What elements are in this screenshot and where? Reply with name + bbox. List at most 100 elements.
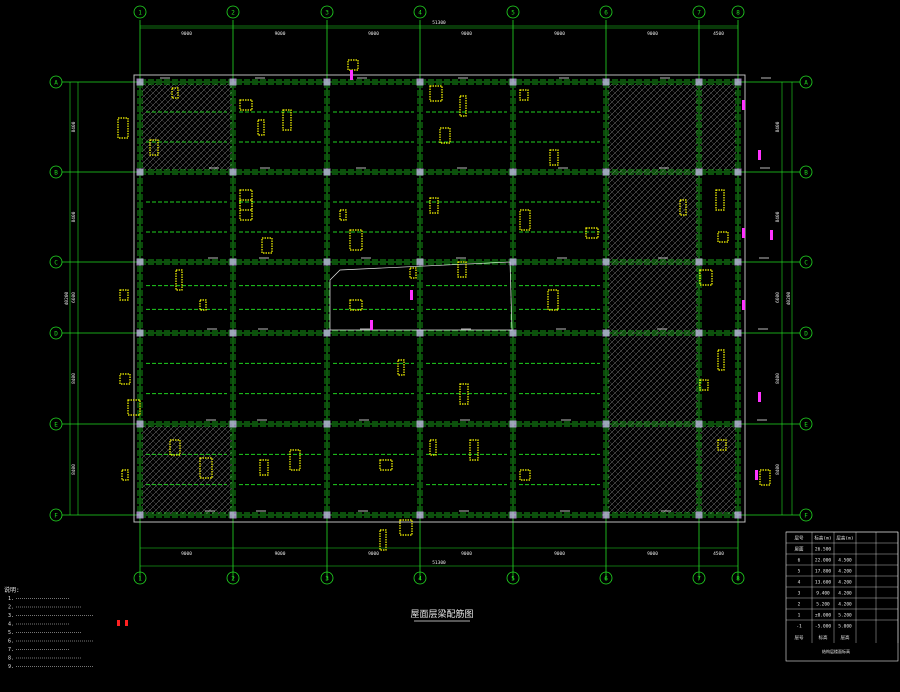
axis-bubble [133,5,147,19]
column [229,511,237,519]
beam-annotation-block [169,439,181,456]
notes-heading: 说明: [4,586,20,594]
column [136,78,144,86]
note-number: 5. [8,630,14,636]
note-number: 1. [8,596,14,602]
level-table-cell: 5.000 [838,624,852,630]
beam-annotation-block [199,299,207,311]
axis-label-col: 4 [418,10,422,17]
column [734,258,742,266]
axis-bubble [599,571,613,585]
axis-bubble [799,417,813,431]
column [734,78,742,86]
dimension-span: 9000 [554,551,565,557]
level-table-footer: 层号 [795,635,804,641]
axis-label-col: 6 [604,576,608,583]
axis-label-row: C [54,260,58,267]
magenta-highlight [742,100,745,110]
dimension-span: 8400 [71,373,77,384]
axis-bubble [49,508,63,522]
beam-annotation-block [679,199,687,216]
column [323,168,331,176]
level-table-cell: 1 [798,613,801,619]
beam-annotation-block [717,349,725,371]
column [136,420,144,428]
beam-annotation-block [119,373,131,385]
level-table-cell: 5.200 [816,602,830,608]
dimension-span: 9000 [275,31,286,37]
dimension-span: 9000 [181,31,192,37]
level-table-cell: 4.200 [838,569,852,575]
column [416,258,424,266]
beam-annotation-block [239,99,253,111]
column [323,78,331,86]
beam-annotation-block [585,227,599,239]
axis-label-col: 7 [697,10,701,17]
drawing-title: 屋面层梁配筋图 [410,608,473,620]
column [323,420,331,428]
beam-annotation-block [257,119,265,136]
axis-label-row: F [54,513,58,520]
dimension-span: 9000 [461,31,472,37]
axis-bubble [320,571,334,585]
beam-annotation-block [429,85,443,102]
column [695,258,703,266]
note-number: 6. [8,639,14,645]
magenta-highlight [350,70,353,80]
level-table-cell: 26.500 [815,547,832,553]
beam-annotations [117,59,773,551]
level-table-cell: -1 [796,624,802,630]
beam-annotation-block [239,199,253,221]
column [602,511,610,519]
column [229,258,237,266]
axis-bubble [731,571,745,585]
axis-label-row: C [804,260,808,267]
column [602,258,610,266]
axis-label-row: D [804,331,808,338]
column [229,168,237,176]
axis-label-col: 3 [325,576,329,583]
column [136,168,144,176]
beam-annotation-block [715,189,725,211]
dimension-span: 8400 [71,211,77,222]
dimension-span: 9000 [461,551,472,557]
column [136,258,144,266]
column [734,329,742,337]
hatched-slab-zone [700,84,736,170]
level-table-cell: 4.200 [838,591,852,597]
axis-label-row: E [54,422,58,429]
dimension-span: 8400 [775,121,781,132]
beam-annotation-block [349,299,363,311]
level-table-cell: 屋面 [795,547,804,553]
beam-annotation-block [379,529,387,551]
dimension-span: 8400 [71,464,77,475]
column [416,420,424,428]
axis-label-col: 7 [697,576,701,583]
beam-annotation-block [175,269,183,291]
axis-bubble [599,5,613,19]
axis-bubble [506,571,520,585]
level-table-cell: 17.800 [815,569,832,575]
slab-hatch-zones [142,84,736,514]
beam-annotation-block [261,237,273,254]
axis-bubble [413,571,427,585]
column [136,329,144,337]
level-table-cell: -5.000 [815,624,832,630]
beam-annotation-block [397,359,405,376]
beam-annotation-block [519,469,531,481]
beam-annotation-block [119,289,129,301]
axis-bubble [49,75,63,89]
magenta-highlight [370,320,373,330]
column [695,420,703,428]
axis-bubble [49,165,63,179]
column [323,329,331,337]
column [602,329,610,337]
beam-annotation-block [699,379,709,391]
column [323,511,331,519]
level-table-cell: 5.200 [838,613,852,619]
dimension-span: 8400 [775,211,781,222]
dimension-span: 9000 [554,31,565,37]
axis-label-col: 3 [325,10,329,17]
level-table-cell: 层高(m) [836,535,853,542]
